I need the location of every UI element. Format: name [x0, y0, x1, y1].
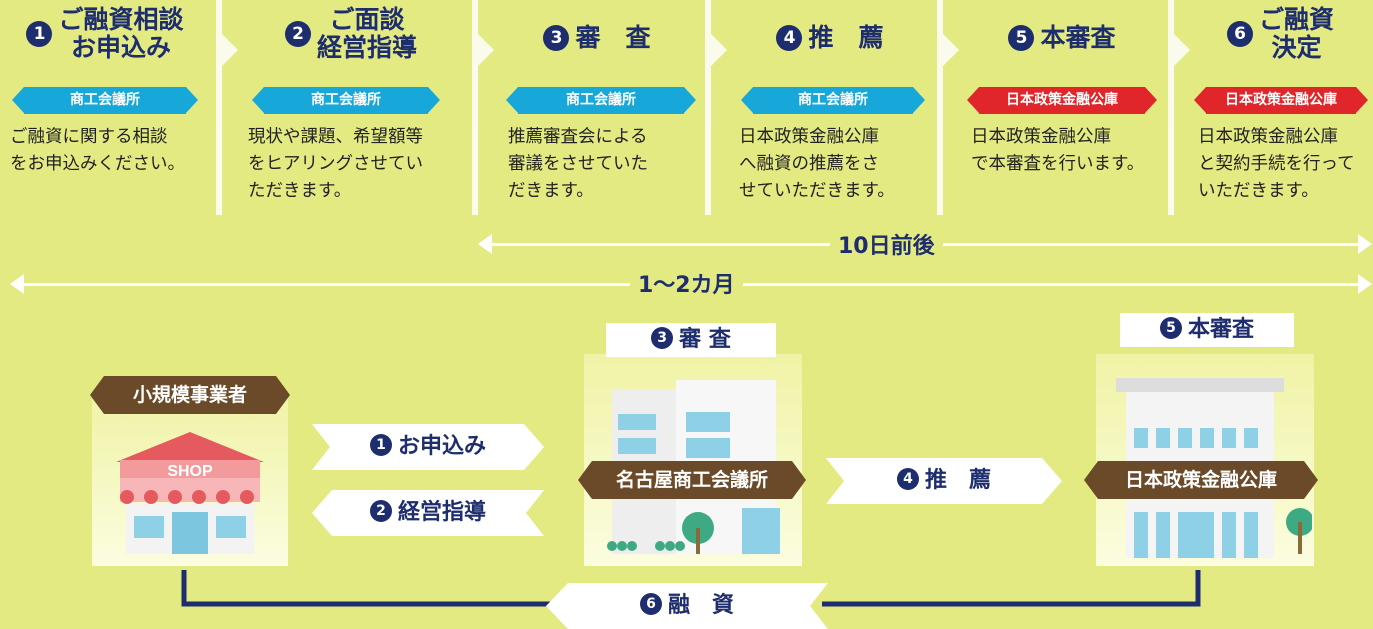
step-number: 6 — [1226, 21, 1253, 47]
step-title: 4 推 薦 — [725, 24, 935, 52]
step-number: 4 — [776, 25, 803, 51]
span-1-2-months-label: 1〜2カ月 — [630, 267, 743, 299]
step-description: ご融資に関する相談 をお申込みください。 — [10, 127, 185, 174]
step-number: 1 — [26, 21, 53, 47]
step-4: 4 推 薦 商工会議所 日本政策金融公庫 へ融資の推薦をさ せていただきます。 — [725, 0, 935, 215]
step-title: 3 審 査 — [492, 24, 702, 52]
column-divider — [472, 0, 494, 215]
org-badge: 商工会議所 — [252, 87, 440, 114]
step-6: 6 ご融資 決定 日本政策金融公庫 日本政策金融公庫 と契約手続を行って いただ… — [1188, 0, 1373, 215]
step-description: 日本政策金融公庫 へ融資の推薦をさ せていただきます。 — [739, 127, 895, 201]
step-title: 5 本審査 — [957, 24, 1167, 52]
step-title: 2 ご面談 経営指導 — [236, 6, 466, 62]
shop-icon: SHOP — [116, 432, 264, 554]
org-badge: 日本政策金融公庫 — [967, 87, 1157, 114]
column-divider — [216, 0, 238, 215]
step-3: 3 審 査 商工会議所 推薦審査会による 審議をさせていた だきます。 — [492, 0, 702, 215]
org-badge: 商工会議所 — [12, 87, 198, 114]
step-description: 日本政策金融公庫 で本審査を行います。 — [971, 127, 1145, 174]
step-number: 2 — [284, 21, 311, 47]
step-description: 現状や課題、希望額等 をヒアリングさせてい ただきます。 — [248, 127, 423, 201]
bank-label: 日本政策金融公庫 — [1084, 461, 1318, 499]
step-number: 5 — [1008, 25, 1035, 51]
shop-sign-text: SHOP — [167, 463, 213, 480]
step-description: 推薦審査会による 審議をさせていた だきます。 — [508, 127, 648, 201]
column-divider — [705, 0, 727, 215]
chamber-label: 名古屋商工会議所 — [578, 461, 806, 499]
step-1: 1 ご融資相談 お申込み 商工会議所 ご融資に関する相談 をお申込みください。 — [0, 0, 210, 215]
step-title: 6 ご融資 決定 — [1188, 6, 1373, 62]
span-10-days-label: 10日前後 — [830, 228, 943, 260]
org-badge: 商工会議所 — [506, 87, 696, 114]
step-description: 日本政策金融公庫 と契約手続を行って いただきます。 — [1198, 127, 1355, 201]
column-divider — [1168, 0, 1190, 215]
step-title: 1 ご融資相談 お申込み — [0, 6, 210, 62]
step-2: 2 ご面談 経営指導 商工会議所 現状や課題、希望額等 をヒアリングさせてい た… — [236, 0, 466, 215]
org-badge: 日本政策金融公庫 — [1194, 87, 1368, 114]
loan-connector-line — [181, 570, 1201, 607]
business-label: 小規模事業者 — [90, 376, 290, 414]
step-5: 5 本審査 日本政策金融公庫 日本政策金融公庫 で本審査を行います。 — [957, 0, 1167, 215]
org-badge: 商工会議所 — [741, 87, 925, 114]
column-divider — [937, 0, 959, 215]
step-number: 3 — [543, 25, 570, 51]
